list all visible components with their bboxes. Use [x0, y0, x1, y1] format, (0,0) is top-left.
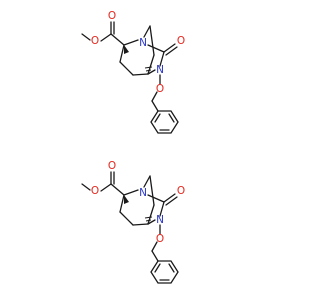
structure-canvas: O O N N O O O O N N O O: [81, 10, 185, 284]
structure-drawing: O O N N O O O O N N O O: [81, 10, 185, 284]
ester-oxygen-label: O: [91, 35, 99, 47]
ring-nitrogen-2-label: N: [156, 64, 164, 76]
benzyloxy-oxygen-label: O: [156, 83, 164, 95]
ester-oxygen-label: O: [91, 185, 99, 197]
ester-carbonyl-oxygen-label: O: [108, 10, 116, 22]
urea-oxygen-label: O: [177, 185, 185, 197]
molecule-1: O O N N O O: [81, 10, 185, 134]
benzyloxy-oxygen-label: O: [156, 233, 164, 245]
molecule-2: O O N N O O: [81, 160, 185, 284]
ring-nitrogen-2-label: N: [156, 214, 164, 226]
ring-nitrogen-1-label: N: [139, 187, 147, 199]
ester-carbonyl-oxygen-label: O: [108, 160, 116, 172]
ring-nitrogen-1-label: N: [139, 37, 147, 49]
urea-oxygen-label: O: [177, 35, 185, 47]
